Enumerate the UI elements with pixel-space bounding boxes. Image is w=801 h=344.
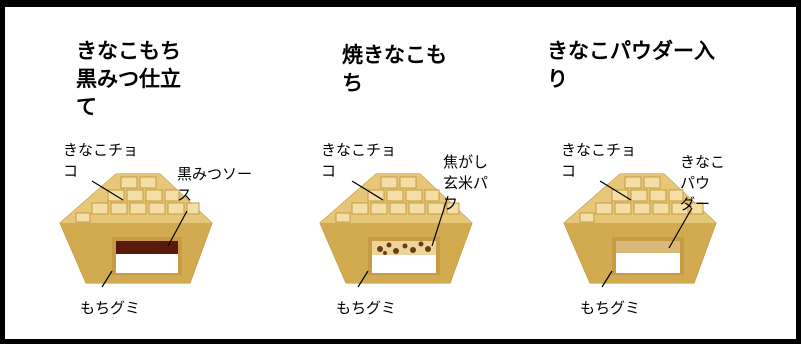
label-genmai-puff: 焦がし 玄米パ フ [443,153,489,213]
leader-top [91,180,124,201]
panel-title: きなこもち 黒みつ仕立 て [76,39,181,119]
label-kinako-choco: きなこチョ コ [321,141,397,180]
kuromitsu-sauce [116,241,178,254]
panel-title: 焼きなこも ち [342,43,447,95]
panel-kuromitsu: きなこもち 黒みつ仕立 て きなこチョ コ 黒みつソー ス もちグミ [0,0,260,344]
chocolate-illustration [59,173,213,288]
leader-bottom [357,270,369,288]
panel-title: きなこパウダー入 り [547,39,715,91]
label-kinako-choco: きなこチョ コ [561,141,637,180]
mochi-gummy [616,253,680,273]
chocolate-grid [579,176,704,223]
kinako-powder-layer [616,241,680,253]
cross-section [112,237,182,275]
chocolate-illustration [319,173,473,288]
genmai-puff [377,241,431,255]
label-mochi-gummy: もちグミ [580,299,641,317]
leader-bottom [601,270,613,288]
leader-bottom [101,270,113,288]
leader-side [431,195,449,247]
label-kinako-powder: きなこ パウ ダー [680,153,726,213]
leader-side [167,210,188,247]
label-mochi-gummy: もちグミ [80,299,141,317]
mochi-gummy [116,254,178,273]
cross-section [368,237,440,275]
leader-top [599,180,632,201]
mochi-gummy [372,255,436,273]
leader-side [668,207,693,249]
cross-section [612,237,684,275]
chocolate-grid [75,176,200,223]
leader-top [351,180,384,201]
label-kinako-choco: きなこチョ コ [63,141,139,180]
chocolate-illustration [563,173,717,288]
panel-kinako-powder: きなこパウダー入 り きなこチョ コ きなこ パウ ダー もちグミ [524,0,784,344]
label-mochi-gummy: もちグミ [336,299,397,317]
panel-yakikinako: 焼きなこも ち きなこチョ コ 焦がし 玄米パ フ もちグミ [262,0,522,344]
label-kuromitsu-sauce: 黒みつソー ス [177,165,253,204]
